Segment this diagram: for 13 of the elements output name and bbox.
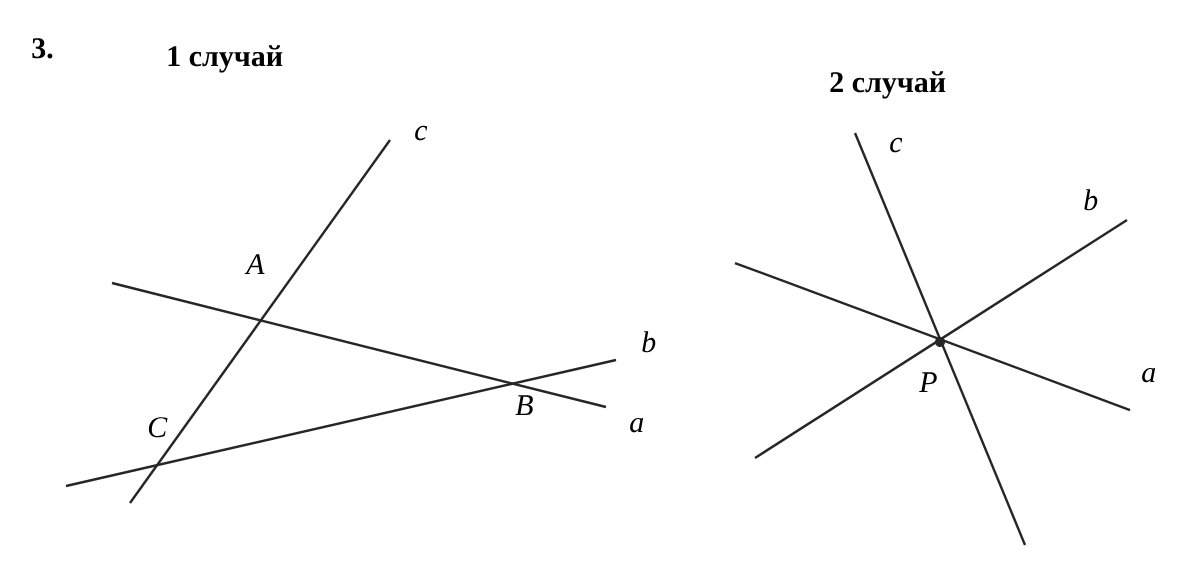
- point-label: B: [515, 395, 533, 416]
- point-label: C: [148, 417, 168, 438]
- point-label: P: [919, 372, 937, 392]
- line-label: b: [642, 331, 656, 353]
- figure-number: 3.: [32, 38, 53, 59]
- case-heading: 2 случай: [830, 71, 946, 99]
- line-label: a: [1142, 367, 1156, 383]
- line-label: c: [890, 137, 903, 153]
- line-label: c: [415, 125, 428, 141]
- point-label: A: [244, 254, 265, 274]
- case-heading: 1 случай: [168, 45, 283, 73]
- line-label: a: [630, 417, 644, 433]
- line-label: b: [1084, 189, 1098, 211]
